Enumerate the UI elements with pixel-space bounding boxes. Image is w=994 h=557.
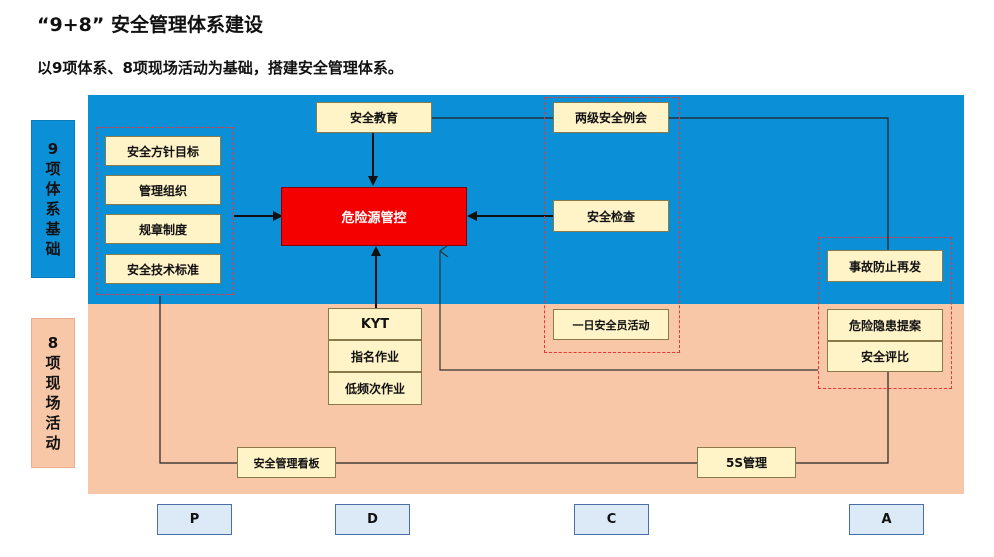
- box-low-frequency-work: 低频次作业: [328, 372, 422, 405]
- box-5s-management: 5S管理: [697, 447, 796, 478]
- loop-line-right: [796, 372, 889, 464]
- box-safety-kanban: 安全管理看板: [237, 447, 336, 478]
- group-frame-middle: [544, 97, 680, 353]
- box-two-level-meeting: 两级安全例会: [553, 102, 669, 133]
- loop-line-left: [159, 296, 237, 464]
- box-one-day-safety: 一日安全员活动: [553, 309, 669, 340]
- box-accident-prevention: 事故防止再发: [827, 250, 943, 282]
- box-rules: 规章制度: [105, 214, 221, 244]
- side-label-activities: 8项现场活动: [31, 318, 75, 468]
- side-label-system: 9项体系基础: [31, 120, 75, 278]
- pdca-c: C: [574, 504, 649, 535]
- box-safety-inspection: 安全检查: [553, 200, 669, 232]
- box-designated-work: 指名作业: [328, 340, 422, 372]
- box-management-org: 管理组织: [105, 175, 221, 205]
- page-subtitle: 以9项体系、8项现场活动为基础，搭建安全管理体系。: [37, 59, 403, 77]
- feedback-line: [440, 251, 818, 371]
- box-hazard-proposal: 危险隐患提案: [827, 309, 943, 341]
- box-hazard-control: 危险源管控: [281, 187, 467, 246]
- group-frame-right: [818, 237, 952, 389]
- page-title: “9+8” 安全管理体系建设: [37, 14, 263, 36]
- pdca-p: P: [157, 504, 232, 535]
- box-safety-rating: 安全评比: [827, 341, 943, 372]
- side-label-activities-text: 8项现场活动: [45, 334, 61, 452]
- pdca-d: D: [335, 504, 410, 535]
- box-safety-policy: 安全方针目标: [105, 136, 221, 166]
- box-safety-education: 安全教育: [316, 102, 432, 133]
- group-frame-left: [96, 127, 234, 295]
- side-label-system-text: 9项体系基础: [45, 140, 61, 258]
- pdca-a: A: [849, 504, 924, 535]
- box-kyt: KYT: [328, 308, 422, 340]
- box-tech-standards: 安全技术标准: [105, 254, 221, 284]
